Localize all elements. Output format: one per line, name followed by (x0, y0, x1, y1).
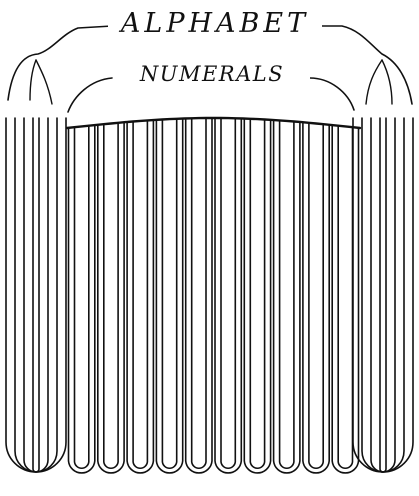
numerals-label: NUMERALS (114, 64, 310, 85)
numeral-loop-inner-10 (338, 126, 352, 469)
numerals-brace-left (68, 78, 112, 112)
numeral-loop-outer-5 (186, 118, 212, 473)
numeral-loop-outer-8 (274, 120, 300, 473)
numeral-loop-outer-1 (69, 125, 95, 473)
alphabet-brace-right-tip (382, 60, 392, 104)
numerals-brace-right (310, 78, 354, 110)
alphabet-label: ALPHABET (108, 10, 322, 37)
numeral-loop-inner-8 (280, 120, 294, 468)
numeral-loop-outer-6 (215, 118, 241, 473)
numeral-loop-inner-7 (250, 119, 264, 468)
left-loop-stroke-2 (15, 118, 57, 472)
numeral-loop-inner-6 (221, 118, 235, 468)
numeral-loop-inner-5 (192, 118, 206, 468)
alphabet-brace-left (8, 26, 112, 100)
left-loop-stroke-3 (24, 118, 48, 472)
numeral-loop-inner-1 (75, 126, 89, 469)
numerals-top-curve (67, 118, 360, 128)
numeral-loop-inner-4 (162, 119, 176, 468)
numeral-loop-outer-4 (156, 119, 182, 473)
numeral-loop-inner-2 (104, 123, 118, 468)
numeral-loop-inner-3 (133, 120, 147, 468)
numeral-loop-outer-3 (127, 120, 153, 473)
left-alphabet-loop-group (6, 118, 66, 472)
alphabet-brace-right (318, 26, 412, 104)
right-loop-stroke-4 (380, 118, 386, 472)
right-alphabet-loop-group (353, 118, 413, 472)
numeral-loop-outer-10 (332, 125, 358, 473)
numeral-loop-outer-7 (244, 119, 270, 473)
left-loop-stroke-4 (33, 118, 39, 472)
numeral-loop-inner-9 (309, 123, 323, 468)
right-loop-stroke-2 (362, 118, 404, 472)
numeral-loop-outer-2 (98, 122, 124, 473)
numeral-loop-group (67, 118, 360, 473)
alphabet-brace-right-inner (366, 60, 382, 104)
numeral-loop-outer-9 (303, 122, 329, 473)
right-loop-stroke-3 (371, 118, 395, 472)
alphabet-brace-left-tip (36, 60, 52, 104)
alphabet-brace-left-inner (30, 60, 36, 100)
